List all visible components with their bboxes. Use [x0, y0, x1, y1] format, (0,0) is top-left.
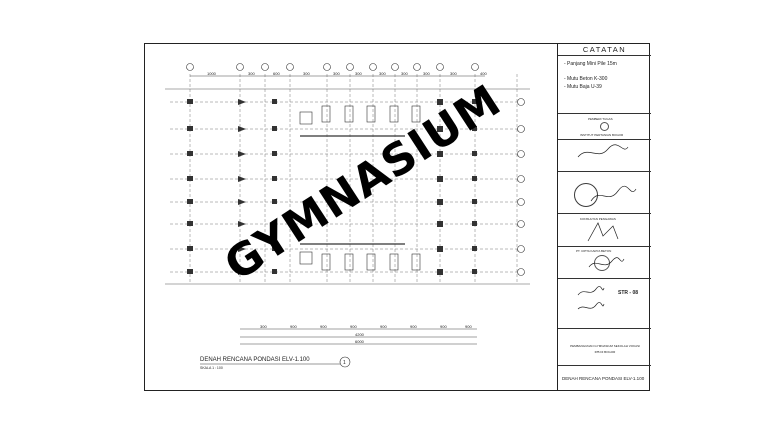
sheet-title: DENAH RENCANA PONDASI ELV-1.100	[562, 376, 645, 381]
title-block: CATATAN - Panjang Mini Pile 15m - Mutu B…	[557, 43, 651, 391]
note-2: - Mutu Beton K-300	[564, 76, 608, 82]
contractor-name: PT. CIPTA KARYA BETON	[576, 249, 612, 253]
divider	[558, 246, 651, 247]
notes-header: CATATAN	[582, 45, 627, 54]
divider	[558, 139, 651, 140]
note-3: - Mutu Baja U-39	[564, 84, 602, 90]
drawing-sheet: 1000 300 600 300 300 300 300 300 300 300…	[144, 43, 650, 391]
dim-top-10: 300	[450, 71, 457, 76]
dim-top-9: 300	[423, 71, 430, 76]
drawing-scale: SKALA 1 : 100	[200, 366, 223, 370]
divider	[558, 171, 651, 172]
dim-top-6: 300	[355, 71, 362, 76]
dim-bottom-1: 300	[260, 324, 267, 329]
dim-bottom-total-1: 4200	[355, 332, 365, 337]
signature-2-icon	[590, 185, 637, 202]
dim-bottom-4: 900	[350, 324, 357, 329]
signature-1-icon	[577, 144, 629, 158]
divider	[558, 365, 651, 366]
drawing-number: 1	[343, 360, 346, 366]
dim-top-2: 300	[248, 71, 255, 76]
dim-bottom-6: 900	[410, 324, 417, 329]
official-stamp-icon	[574, 183, 598, 207]
dim-top-3: 600	[273, 71, 280, 76]
dim-bottom-7: 900	[440, 324, 447, 329]
institute-logo-icon	[600, 122, 609, 131]
divider	[558, 278, 651, 279]
institute-name: INSTITUT PERTANIAN BOGOR	[580, 133, 624, 137]
dim-top-11: 400	[480, 71, 487, 76]
dim-bottom-8: 900	[465, 324, 472, 329]
dim-top-8: 300	[401, 71, 408, 76]
signature-6-icon	[577, 302, 605, 310]
note-1: - Panjang Mini Pile 15m	[564, 61, 617, 67]
foundation-plan: 1000 300 600 300 300 300 300 300 300 300…	[165, 63, 530, 368]
drawing-title: DENAH RENCANA PONDASI ELV-1.100	[200, 357, 310, 363]
signature-4-icon	[588, 257, 625, 268]
dim-top-5: 300	[333, 71, 340, 76]
owner-label: PEMBERI TUGAS	[588, 117, 613, 121]
drawing-code: STR - 08	[618, 290, 639, 296]
dim-bottom-3: 900	[320, 324, 327, 329]
divider	[558, 213, 651, 214]
dim-top-1: 1000	[207, 71, 217, 76]
dim-bottom-5: 900	[380, 324, 387, 329]
dim-bottom-total-2: 6000	[355, 339, 365, 344]
divider	[558, 113, 651, 114]
divider	[558, 328, 651, 329]
project-name: PEMBANGUNAN GYMNASIUM SEKOLAH VOKASI IPB…	[570, 344, 640, 354]
dim-bottom-2: 900	[290, 324, 297, 329]
supervisor-label: KONSULTAN PENGAWAS	[580, 217, 616, 221]
signature-3-icon	[587, 222, 619, 242]
divider	[558, 55, 651, 56]
dim-top-7: 300	[379, 71, 386, 76]
signature-5-icon	[577, 286, 605, 296]
dim-top-4: 300	[303, 71, 310, 76]
